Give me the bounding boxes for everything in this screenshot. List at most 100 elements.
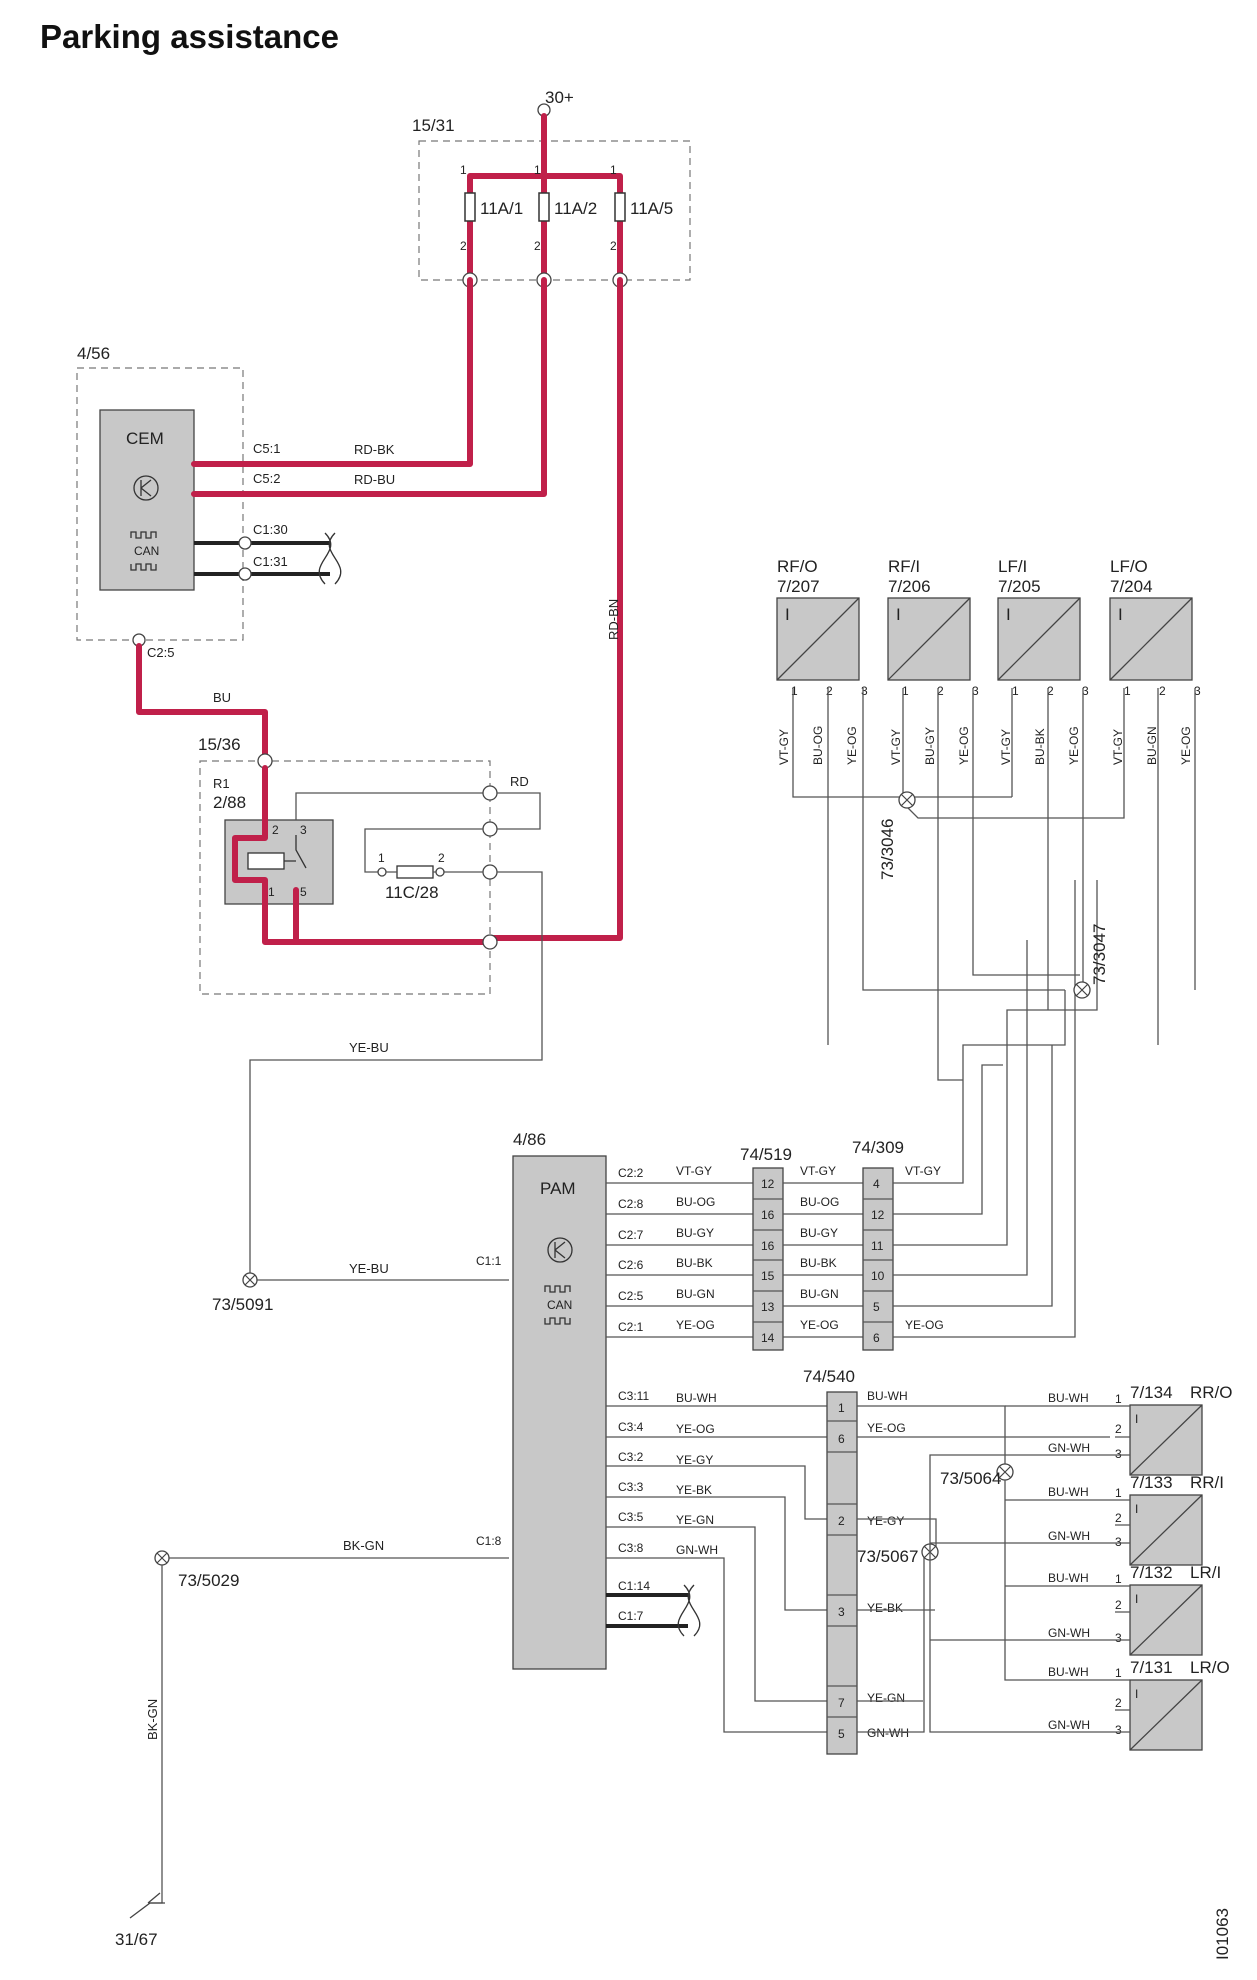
wire-label: BU-OG xyxy=(811,726,825,765)
wire-label: BU-GN xyxy=(676,1287,715,1301)
wire-label: BU-WH xyxy=(676,1391,717,1405)
front-yeog-wires xyxy=(862,688,1196,991)
wire-label: BU-BK xyxy=(676,1256,713,1270)
wire-label: YE-OG xyxy=(957,726,971,765)
pam-pin: C2:5 xyxy=(618,1289,644,1303)
cem-pin-c25: C2:5 xyxy=(147,645,174,660)
wire-label: GN-WH xyxy=(1048,1718,1090,1732)
conn-pin: 11 xyxy=(871,1239,884,1253)
front-sensor-pins: 1 2 3 1 2 3 1 2 3 1 2 3 xyxy=(791,684,1201,698)
relay-pin-3: 3 xyxy=(300,823,307,837)
conn-540-ref: 74/540 xyxy=(803,1367,855,1386)
pin-label: 1 xyxy=(378,851,385,865)
wire-label: YE-BK xyxy=(867,1601,903,1615)
pam-pin: C3:3 xyxy=(618,1480,644,1494)
pin-label: 2 xyxy=(460,239,467,253)
wire-label: BU-WH xyxy=(1048,1485,1089,1499)
pin-label: 2 xyxy=(826,684,833,698)
pam-name: PAM xyxy=(540,1179,576,1198)
wire-label: BU-WH xyxy=(1048,1391,1089,1405)
pam-can-label: CAN xyxy=(547,1298,572,1312)
wire-label: BU-WH xyxy=(867,1389,908,1403)
wire-label: BU-BK xyxy=(800,1256,837,1270)
sensor-symbol: I xyxy=(1135,1502,1138,1516)
splice-icon xyxy=(1073,981,1091,999)
page-title: Parking assistance xyxy=(40,18,339,55)
pin-label: 2 xyxy=(610,239,617,253)
conn-309-dividers xyxy=(863,1198,893,1323)
pin-label: 2 xyxy=(1159,684,1166,698)
rear-sensor-pos: LR/O xyxy=(1190,1658,1230,1677)
conn-pin: 3 xyxy=(838,1605,845,1619)
wire-label: VT-GY xyxy=(905,1164,941,1178)
conn-519-dividers xyxy=(753,1198,783,1323)
wire-label: VT-GY xyxy=(889,729,903,765)
wire-label: YE-OG xyxy=(676,1422,715,1436)
wire-label-rd-bu: RD-BU xyxy=(354,472,395,487)
conn-309-out-wires xyxy=(893,880,1098,1338)
conn-pin: 5 xyxy=(838,1727,845,1741)
front-sensor-pos: RF/I xyxy=(888,557,920,576)
splice-icon xyxy=(996,1463,1014,1481)
conn-540-wire-labels: BU-WH YE-OG YE-GY YE-BK YE-GN GN-WH xyxy=(867,1389,909,1740)
wire-label: VT-GY xyxy=(1111,729,1125,765)
pam-pin: C2:1 xyxy=(618,1320,644,1334)
conn-pin: 6 xyxy=(873,1331,880,1345)
transistor-icon xyxy=(547,1237,573,1263)
fuse-icon xyxy=(396,865,434,879)
pin-label: 2 xyxy=(1115,1422,1122,1436)
conn-pin: 6 xyxy=(838,1432,845,1446)
rear-sensor-ref: 7/133 xyxy=(1130,1473,1173,1492)
pam-pin: C3:11 xyxy=(618,1389,649,1403)
pin-label: 3 xyxy=(1115,1447,1122,1461)
sensor-symbol: I xyxy=(785,605,790,624)
conn-519-ref: 74/519 xyxy=(740,1145,792,1164)
twisted-pair-icon xyxy=(318,532,342,585)
cem-ref: 4/56 xyxy=(77,344,110,363)
ground-icon xyxy=(129,1892,165,1919)
wire-label: YE-OG xyxy=(905,1318,944,1332)
sensor-diagonal xyxy=(1129,1679,1203,1751)
fusebox-15-31: 30+ 15/31 11A/1 11A/2 11A/5 1 1 1 2 2 2 xyxy=(412,88,691,288)
relay-bridge xyxy=(497,792,541,830)
sensor-symbol: I xyxy=(1118,605,1123,624)
cem-pin-c130: C1:30 xyxy=(253,522,288,537)
wire-label-rd-bk: RD-BK xyxy=(354,442,395,457)
wire-label-bk-gn: BK-GN xyxy=(343,1538,384,1553)
splice-5091-label: 73/5091 xyxy=(212,1295,273,1314)
conn-pin: 7 xyxy=(838,1696,845,1710)
pam-pin-c114: C1:14 xyxy=(618,1579,650,1593)
transistor-icon xyxy=(133,475,159,501)
pam-pin: C2:7 xyxy=(618,1228,644,1242)
splice-3047-label: 73/3047 xyxy=(1090,924,1109,985)
pin-label: 3 xyxy=(1194,684,1201,698)
rear-sensor-pins: 1 2 3 1 2 3 1 2 3 1 2 3 xyxy=(1115,1392,1122,1737)
front-sensor-ref: 7/207 xyxy=(777,577,820,596)
splice-5029-label: 73/5029 xyxy=(178,1571,239,1590)
sensor-diagonal xyxy=(1129,1404,1203,1476)
supply-label: 30+ xyxy=(545,88,574,107)
pam-c3-wires xyxy=(606,1405,827,1733)
front-sensor-pos: LF/I xyxy=(998,557,1027,576)
conn-519-309-wires xyxy=(783,1182,863,1338)
pam-c3-pins: C3:11 C3:4 C3:2 C3:3 C3:5 C3:8 BU-WH YE-… xyxy=(618,1389,718,1557)
cem-c131-terminal xyxy=(238,567,252,581)
pin-label: 2 xyxy=(1115,1511,1122,1525)
cem-pin-c52: C5:2 xyxy=(253,471,280,486)
cem-can-lines xyxy=(194,541,330,576)
relay-pin-2: 2 xyxy=(272,823,279,837)
fuse-terminal xyxy=(377,867,387,877)
conn-pin: 12 xyxy=(761,1177,775,1191)
wire-label: YE-OG xyxy=(676,1318,715,1332)
splice-icon xyxy=(154,1550,170,1566)
wire-label: VT-GY xyxy=(800,1164,836,1178)
rear-pin-stubs xyxy=(1115,1405,1130,1733)
front-sensors: RF/O 7/207 I RF/I 7/206 I LF/I 7/205 I L… xyxy=(776,557,1201,1081)
pin-label: 2 xyxy=(534,239,541,253)
can-bus-icon: CAN xyxy=(130,531,159,571)
sensor-diagonal xyxy=(1129,1494,1203,1566)
rear-sensor-wires xyxy=(929,1405,1115,1733)
rear-sensors: 7/134 RR/O I 7/133 RR/I I 7/132 LR/I I 7… xyxy=(1048,1383,1233,1751)
conn-309-body xyxy=(862,1167,894,1351)
fusebox-outline xyxy=(418,140,691,281)
